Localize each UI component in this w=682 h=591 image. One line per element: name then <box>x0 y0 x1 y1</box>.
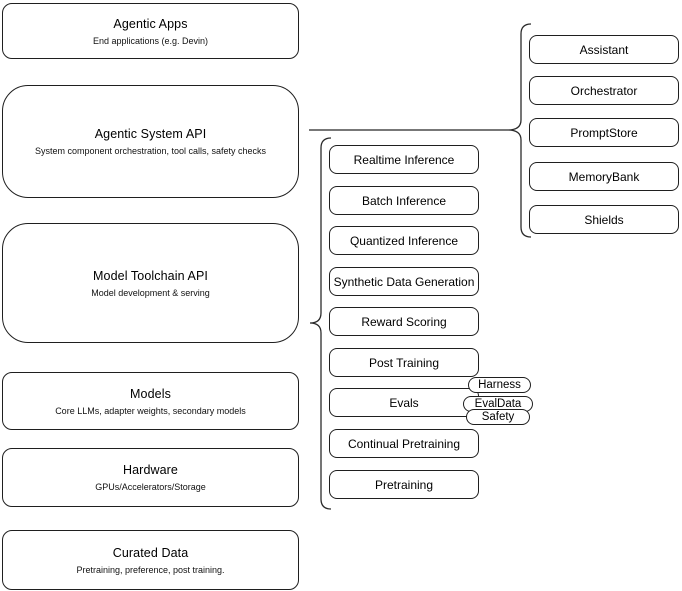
node-subtitle: Core LLMs, adapter weights, secondary mo… <box>55 405 246 416</box>
node-post-training: Post Training <box>329 348 479 377</box>
node-hardware: Hardware GPUs/Accelerators/Storage <box>2 448 299 507</box>
node-memorybank: MemoryBank <box>529 162 679 191</box>
node-evals: Evals <box>329 388 479 417</box>
node-reward-scoring: Reward Scoring <box>329 307 479 336</box>
node-subtitle: GPUs/Accelerators/Storage <box>95 482 206 492</box>
node-subtitle: Pretraining, preference, post training. <box>76 564 225 575</box>
system-group-brace <box>507 23 532 238</box>
node-title: Curated Data <box>112 545 189 560</box>
node-title: Agentic Apps <box>113 16 188 31</box>
node-realtime-inference: Realtime Inference <box>329 145 479 174</box>
node-agentic-apps: Agentic Apps End applications (e.g. Devi… <box>2 3 299 59</box>
tag-safety: Safety <box>466 409 530 425</box>
node-batch-inference: Batch Inference <box>329 186 479 215</box>
node-quantized-inference: Quantized Inference <box>329 226 479 255</box>
node-title: Agentic System API <box>94 127 207 141</box>
node-continual-pretraining: Continual Pretraining <box>329 429 479 458</box>
node-orchestrator: Orchestrator <box>529 76 679 105</box>
node-models: Models Core LLMs, adapter weights, secon… <box>2 372 299 430</box>
node-subtitle: End applications (e.g. Devin) <box>92 35 209 46</box>
node-subtitle: System component orchestration, tool cal… <box>34 146 267 156</box>
node-title: Hardware <box>123 463 178 477</box>
node-shields: Shields <box>529 205 679 234</box>
node-synthetic-data-generation: Synthetic Data Generation <box>329 267 479 296</box>
node-title: Models <box>130 386 171 401</box>
node-pretraining: Pretraining <box>329 470 479 499</box>
node-curated-data: Curated Data Pretraining, preference, po… <box>2 530 299 590</box>
node-title: Model Toolchain API <box>93 268 208 283</box>
node-agentic-system-api: Agentic System API System component orch… <box>2 85 299 198</box>
node-assistant: Assistant <box>529 35 679 64</box>
node-promptstore: PromptStore <box>529 118 679 147</box>
tag-harness: Harness <box>468 377 531 393</box>
toolchain-group-brace <box>309 137 332 510</box>
node-subtitle: Model development & serving <box>91 287 210 298</box>
node-model-toolchain-api: Model Toolchain API Model development & … <box>2 223 299 343</box>
